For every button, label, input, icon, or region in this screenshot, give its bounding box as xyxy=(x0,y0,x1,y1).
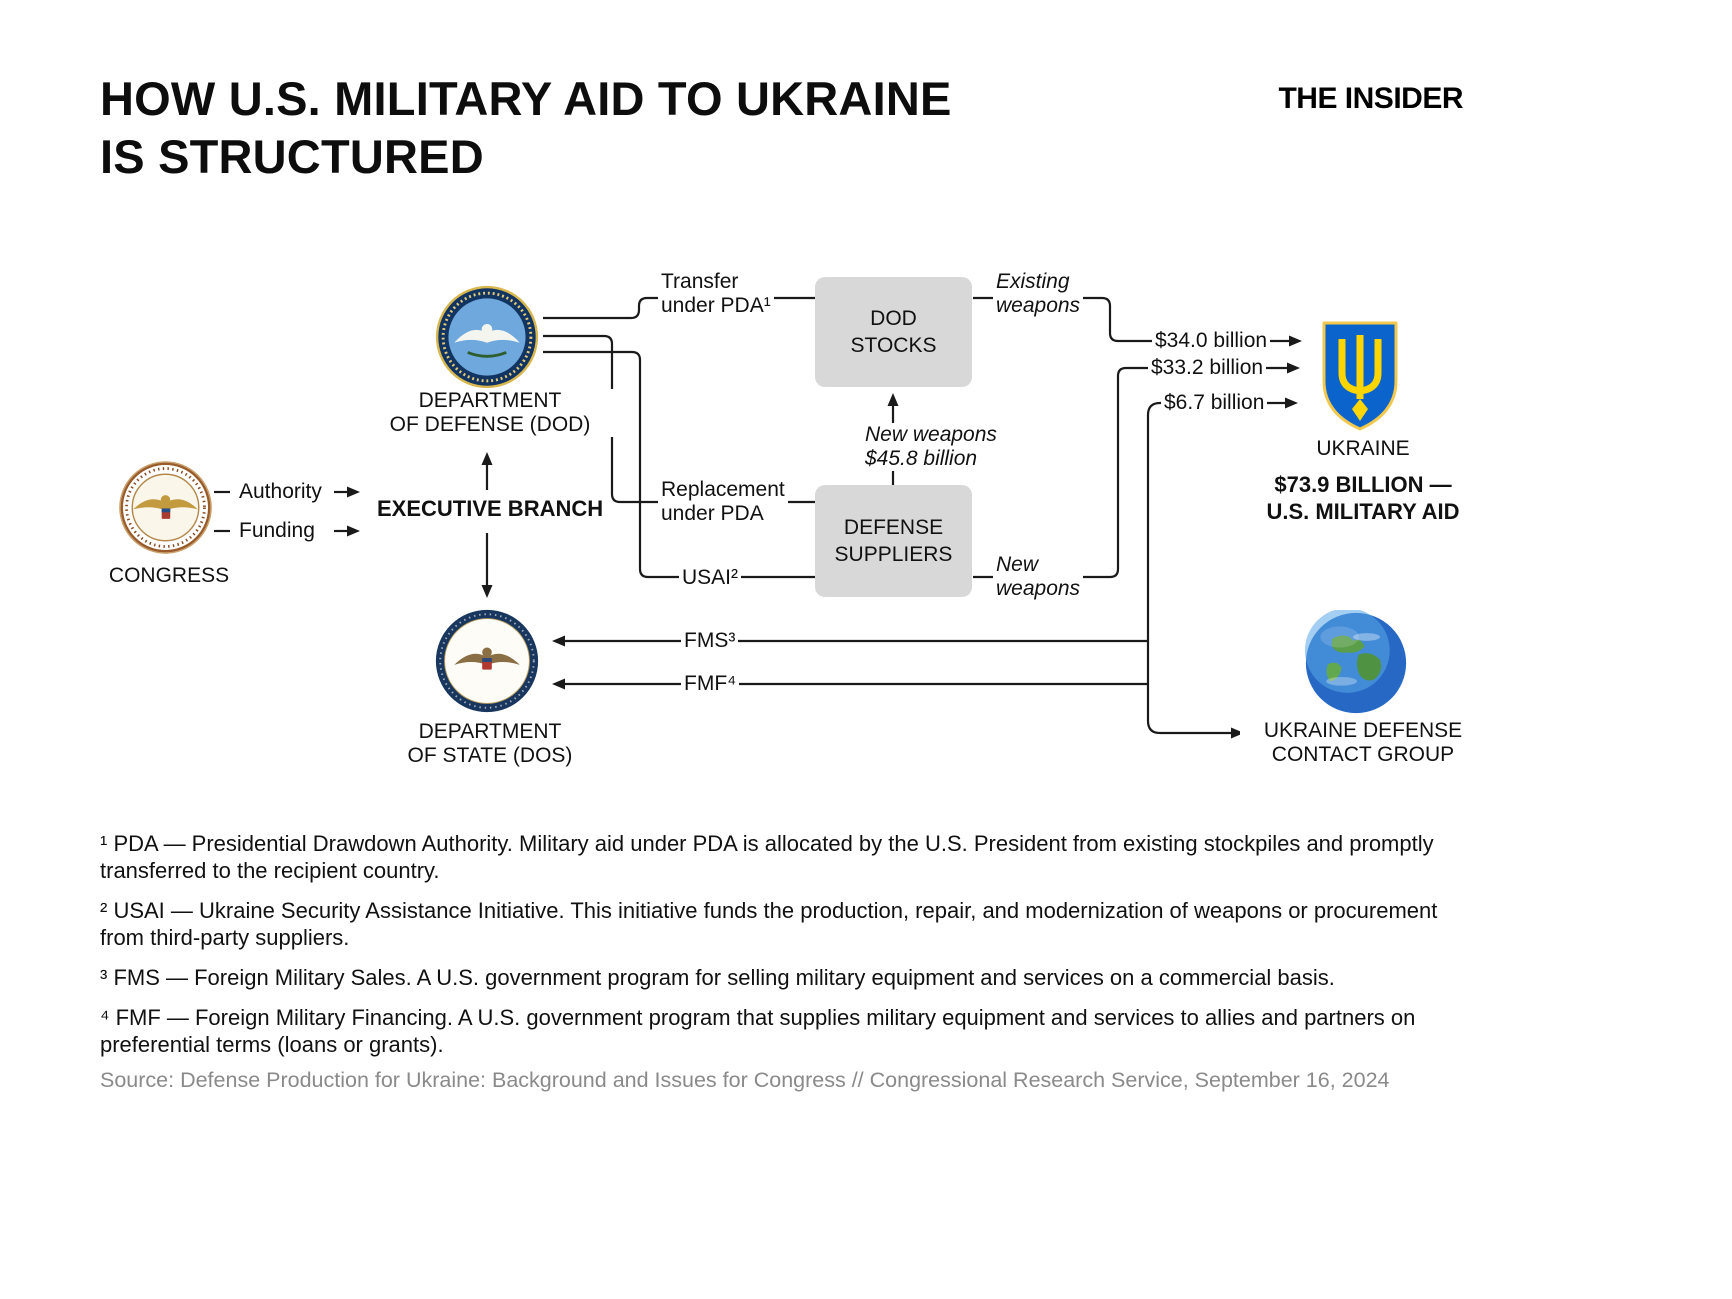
replacement-label-line1: Replacement xyxy=(661,478,785,501)
existing-weapons-label: Existing weapons xyxy=(993,270,1084,318)
brand-logo: THE INSIDER xyxy=(1278,82,1463,115)
existing-weapons-line2: weapons xyxy=(996,294,1081,317)
funding-label: Funding xyxy=(236,519,318,543)
transfer-under-pda-label: Transfer under PDA¹ xyxy=(658,270,774,318)
source-line: Source: Defense Production for Ukraine: … xyxy=(100,1068,1390,1092)
authority-label: Authority xyxy=(236,480,325,504)
udcg-label: UKRAINE DEFENSE CONTACT GROUP xyxy=(1240,719,1486,767)
new-weapons-flow-line2: weapons xyxy=(996,577,1081,600)
amount-fmf-arrowhead xyxy=(1285,397,1298,409)
replacement-label-line2: under PDA xyxy=(661,502,764,525)
fmf-arrowhead xyxy=(552,678,565,690)
dod-stocks-label-line2: STOCKS xyxy=(850,334,937,357)
defense-suppliers-label-line1: DEFENSE xyxy=(843,516,944,539)
suppliers-to-ukraine-line xyxy=(973,366,1287,579)
executive-branch-label: EXECUTIVE BRANCH xyxy=(374,497,607,521)
authority-arrowhead xyxy=(347,486,360,498)
dod-usai-line xyxy=(543,350,815,579)
dod-seal-icon xyxy=(435,285,539,389)
udcg-label-line2: CONTACT GROUP xyxy=(1271,743,1455,766)
trunk-to-67-line xyxy=(1146,401,1285,721)
dos-label: DEPARTMENT OF STATE (DOS) xyxy=(352,720,628,768)
suppliers-to-ukraine-arrowhead xyxy=(1287,362,1300,374)
fms-label: FMS³ xyxy=(681,629,739,653)
dod-label-line2: OF DEFENSE (DOD) xyxy=(389,413,591,436)
footnote-usai: ² USAI — Ukraine Security Assistance Ini… xyxy=(100,898,1438,950)
congress-seal-icon xyxy=(119,461,212,554)
amount-usai-label: $33.2 billion xyxy=(1148,356,1267,380)
new-weapons-amount-line2: $45.8 billion xyxy=(865,447,978,470)
total-aid-label: $73.9 BILLION — U.S. MILITARY AID xyxy=(1242,471,1484,525)
exec-to-dod-arrowhead xyxy=(481,452,493,465)
new-weapons-flow-line1: New xyxy=(996,553,1039,576)
exec-to-dos-arrowhead xyxy=(481,585,493,598)
fmf-label: FMF⁴ xyxy=(681,672,740,696)
dod-stocks-box: DOD STOCKS xyxy=(815,277,972,387)
page-title: HOW U.S. MILITARY AID TO UKRAINE IS STRU… xyxy=(100,70,952,186)
funding-arrowhead xyxy=(347,525,360,537)
transfer-label-line1: Transfer xyxy=(661,270,739,293)
dod-transfer-line xyxy=(543,296,815,320)
dod-label: DEPARTMENT OF DEFENSE (DOD) xyxy=(352,389,628,437)
udcg-label-line1: UKRAINE DEFENSE xyxy=(1263,719,1463,742)
stocks-to-ukraine-line xyxy=(973,296,1289,343)
earth-globe-icon xyxy=(1304,610,1407,714)
congress-label: CONGRESS xyxy=(96,564,242,588)
transfer-label-line2: under PDA¹ xyxy=(661,294,771,317)
footnote-pda: ¹ PDA — Presidential Drawdown Authority.… xyxy=(100,831,1434,883)
ukraine-label: UKRAINE xyxy=(1285,437,1441,461)
page-title-line1: HOW U.S. MILITARY AID TO UKRAINE xyxy=(100,72,952,125)
dod-label-line1: DEPARTMENT xyxy=(418,389,562,412)
dos-label-line1: DEPARTMENT xyxy=(418,720,562,743)
new-weapons-flow-label: New weapons xyxy=(993,553,1084,601)
dos-seal-icon xyxy=(435,609,539,713)
replacement-under-pda-label: Replacement under PDA xyxy=(658,478,788,526)
dos-label-line2: OF STATE (DOS) xyxy=(407,744,573,767)
existing-weapons-line1: Existing xyxy=(996,270,1070,293)
amount-pda-label: $34.0 billion xyxy=(1152,329,1271,353)
trunk-to-udcg-line xyxy=(1146,720,1231,735)
defense-suppliers-box: DEFENSE SUPPLIERS xyxy=(815,485,972,597)
footnotes: ¹ PDA — Presidential Drawdown Authority.… xyxy=(100,830,1480,1071)
page-title-line2: IS STRUCTURED xyxy=(100,130,484,183)
dod-stocks-label-line1: DOD xyxy=(870,307,917,330)
suppliers-to-stocks-arrowhead xyxy=(887,393,899,406)
stocks-to-ukraine-arrowhead xyxy=(1289,335,1302,347)
defense-suppliers-label-line2: SUPPLIERS xyxy=(834,543,953,566)
usai-label: USAI² xyxy=(679,566,742,590)
fms-arrowhead xyxy=(552,635,565,647)
footnote-fmf: ⁴ FMF — Foreign Military Financing. A U.… xyxy=(100,1005,1416,1057)
footnote-fms: ³ FMS — Foreign Military Sales. A U.S. g… xyxy=(100,965,1335,990)
new-weapons-amount-line1: New weapons xyxy=(865,423,997,446)
new-weapons-amount-label: New weapons $45.8 billion xyxy=(862,423,1000,471)
amount-fmf-label: $6.7 billion xyxy=(1161,391,1268,415)
total-aid-line1: $73.9 BILLION — xyxy=(1274,472,1452,497)
total-aid-line2: U.S. MILITARY AID xyxy=(1266,499,1460,524)
udcg-arrowhead xyxy=(1231,727,1244,739)
ukraine-coat-of-arms-icon xyxy=(1322,321,1398,431)
